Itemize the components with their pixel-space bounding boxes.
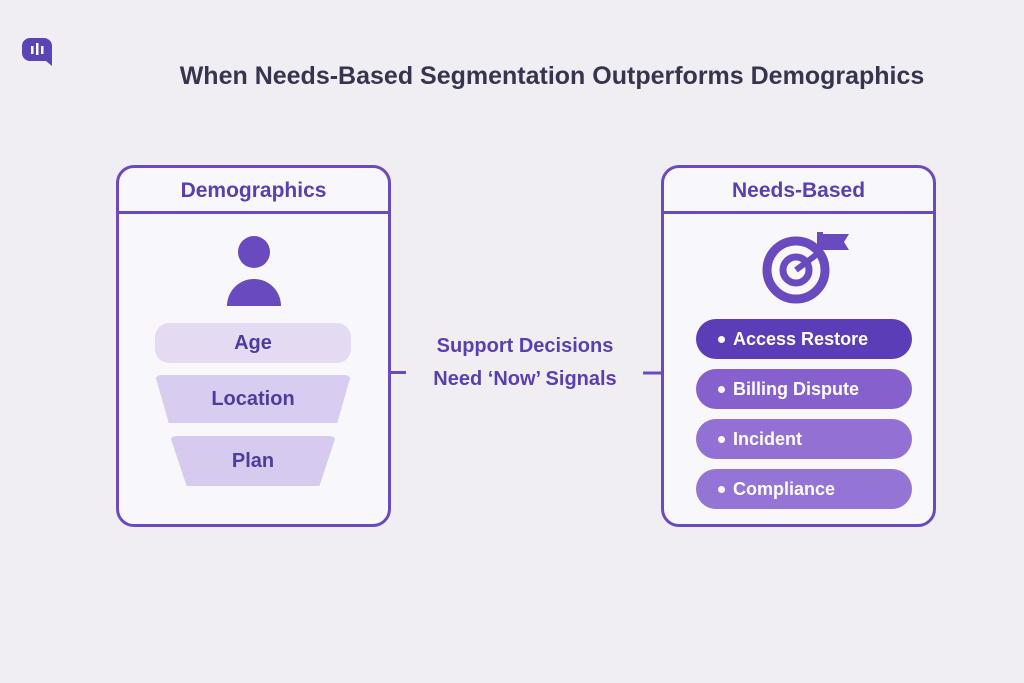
need-label: Billing Dispute <box>733 378 859 399</box>
need-incident: Incident <box>696 419 912 459</box>
chat-logo-icon <box>22 38 52 66</box>
segment-plan: Plan <box>170 436 336 486</box>
connector-label: Support Decisions Need ‘Now’ Signals <box>405 330 645 396</box>
segment-location: Location <box>155 375 351 423</box>
demographics-heading: Demographics <box>119 168 388 214</box>
person-icon <box>227 236 281 306</box>
needs-based-panel: Needs-Based Access Restore Billing Dispu… <box>661 165 936 527</box>
need-label: Compliance <box>733 478 836 499</box>
need-access-restore: Access Restore <box>696 319 912 359</box>
bullet-icon <box>718 485 725 493</box>
bullet-icon <box>718 435 725 443</box>
page-title: When Needs-Based Segmentation Outperform… <box>179 62 925 90</box>
need-billing-dispute: Billing Dispute <box>696 369 912 409</box>
connector-line-left <box>391 371 406 374</box>
connector-line-2: Need ‘Now’ Signals <box>433 368 617 390</box>
need-compliance: Compliance <box>696 469 912 509</box>
needs-based-heading: Needs-Based <box>664 168 933 214</box>
bullet-icon <box>718 385 725 393</box>
demographics-panel: Demographics Age Location Plan <box>116 165 391 527</box>
need-label: Access Restore <box>733 328 869 349</box>
need-label: Incident <box>733 428 803 449</box>
connector-line-1: Support Decisions <box>436 335 614 357</box>
bullet-icon <box>718 335 725 343</box>
target-flag-icon <box>762 232 849 304</box>
segment-age: Age <box>155 323 351 363</box>
